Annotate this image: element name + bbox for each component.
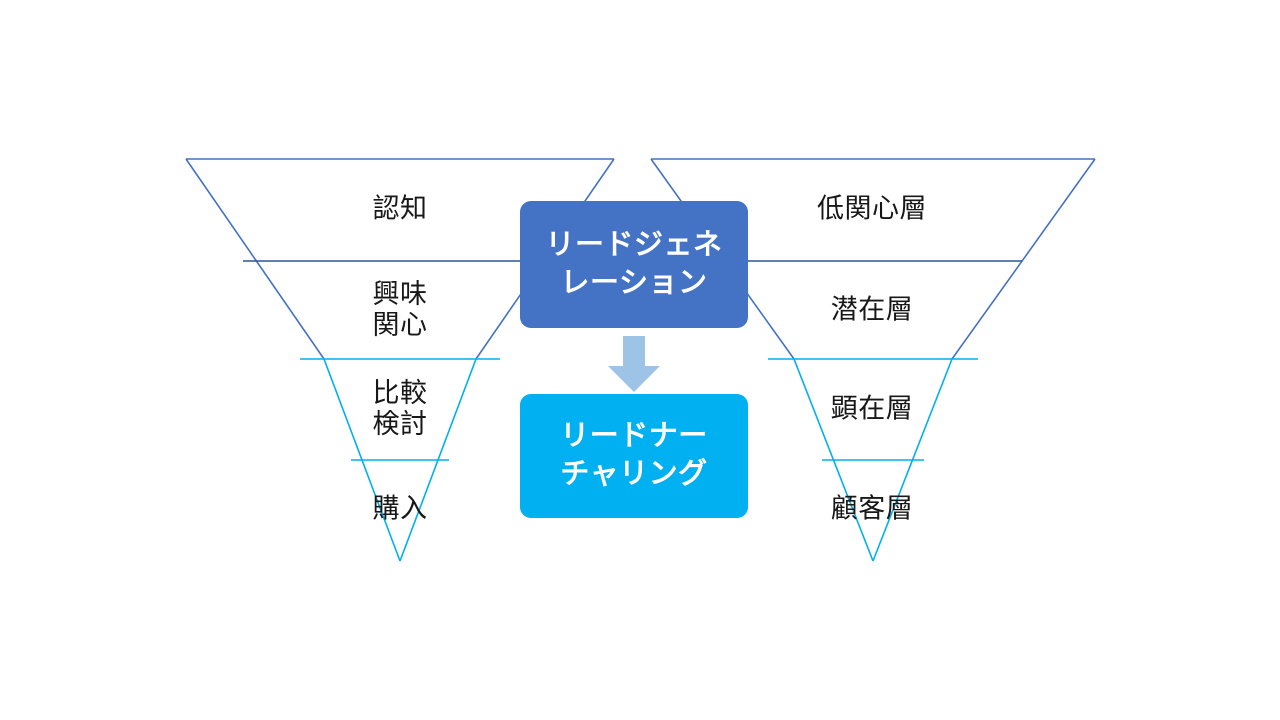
lead-nurturing-box[interactable]: リードナー チャリング	[520, 394, 748, 518]
left-funnel-label-interest: 興味 関心	[372, 279, 428, 340]
right-funnel-right-edge-lower	[872, 358, 953, 562]
left-funnel-label-consideration: 比較 検討	[372, 378, 428, 439]
down-arrow-glyph	[608, 336, 660, 392]
left-funnel-label-awareness: 認知	[372, 193, 428, 224]
lead-generation-box[interactable]: リードジェネ レーション	[520, 201, 748, 328]
right-funnel-right-edge-upper	[951, 158, 1096, 360]
right-funnel-label-low-interest: 低関心層	[817, 193, 927, 224]
left-funnel-left-edge-upper	[185, 158, 325, 360]
right-funnel-label-customer: 顧客層	[830, 493, 914, 524]
left-funnel-label-purchase: 購入	[372, 493, 428, 524]
right-funnel-label-active: 顕在層	[830, 393, 914, 424]
right-funnel-left-edge-lower	[793, 358, 874, 562]
right-funnel-label-latent: 潜在層	[830, 294, 914, 325]
down-arrow-icon	[608, 336, 660, 392]
